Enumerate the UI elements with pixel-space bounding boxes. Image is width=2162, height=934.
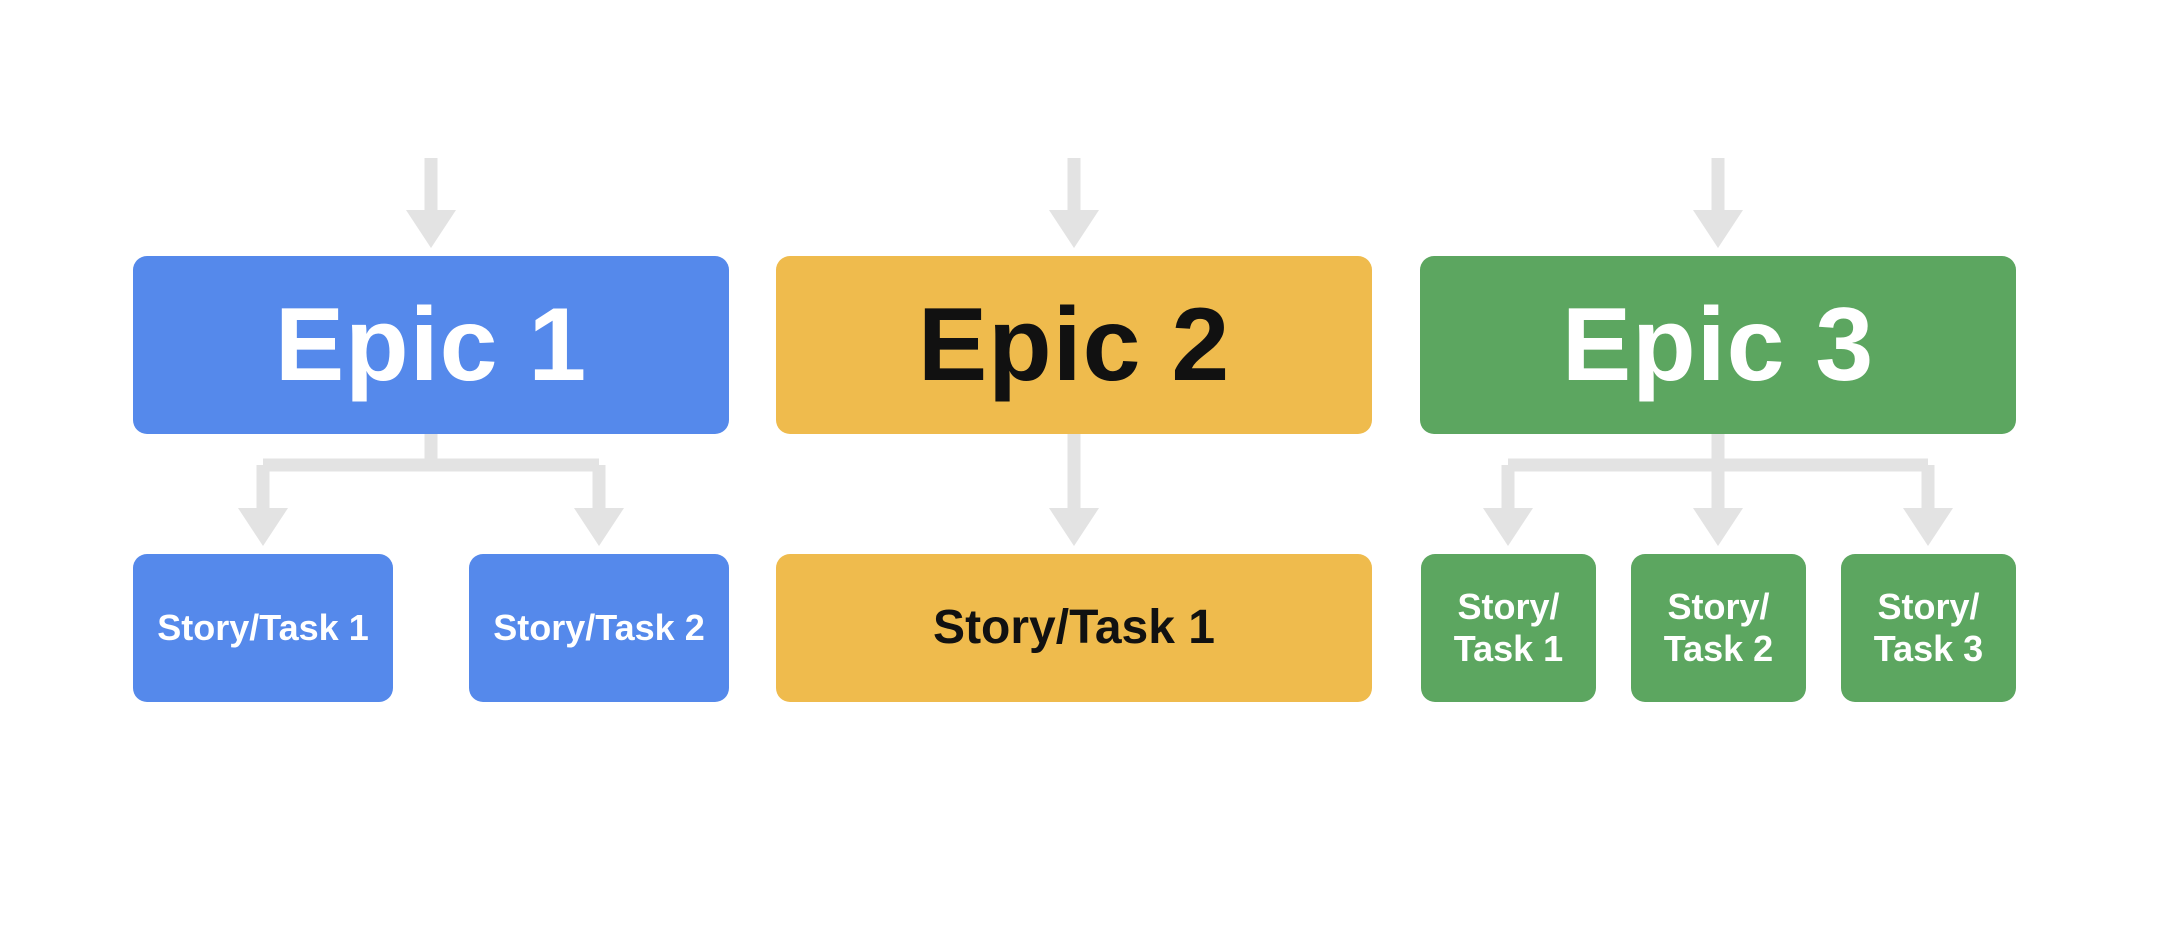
story-1-2-arrow-head bbox=[574, 508, 624, 546]
epic-1-label: Epic 1 bbox=[274, 286, 588, 403]
epic-1-box: Epic 1 bbox=[133, 256, 729, 434]
epic-3-story-3-box: Story/ Task 3 bbox=[1841, 554, 2016, 702]
epic-3-label: Epic 3 bbox=[1561, 286, 1875, 403]
epic-3-story-2-box: Story/ Task 2 bbox=[1631, 554, 1806, 702]
epic-2-story-1-label: Story/Task 1 bbox=[933, 601, 1215, 654]
epic-3-story-1-label: Story/ Task 1 bbox=[1453, 586, 1564, 669]
epic-3-branch-connector bbox=[1501, 434, 1935, 526]
epic-2-story-1-box: Story/Task 1 bbox=[776, 554, 1372, 702]
epic-1-story-2-label: Story/Task 2 bbox=[493, 607, 705, 648]
epic-3-incoming-arrow-head bbox=[1693, 210, 1743, 248]
epic-3-box: Epic 3 bbox=[1420, 256, 2016, 434]
epic-1-story-1-label: Story/Task 1 bbox=[157, 607, 369, 648]
epic-3-story-3-label: Story/ Task 3 bbox=[1873, 586, 1984, 669]
epic-2-label: Epic 2 bbox=[917, 286, 1231, 403]
epic-2-incoming-arrow-head bbox=[1049, 210, 1099, 248]
story-3-2-arrow-head bbox=[1693, 508, 1743, 546]
epic-3-story-2-label: Story/ Task 2 bbox=[1663, 586, 1774, 669]
epic-3-story-1-box: Story/ Task 1 bbox=[1421, 554, 1596, 702]
epic-1-story-2-box: Story/Task 2 bbox=[469, 554, 729, 702]
story-1-1-arrow-head bbox=[238, 508, 288, 546]
story-2-1-arrow-head bbox=[1049, 508, 1099, 546]
epic-1-incoming-arrow-head bbox=[406, 210, 456, 248]
story-3-3-arrow-head bbox=[1903, 508, 1953, 546]
story-3-1-arrow-head bbox=[1483, 508, 1533, 546]
epic-1-branch-connector bbox=[256, 434, 606, 526]
epic-2-box: Epic 2 bbox=[776, 256, 1372, 434]
epic-1-story-1-box: Story/Task 1 bbox=[133, 554, 393, 702]
